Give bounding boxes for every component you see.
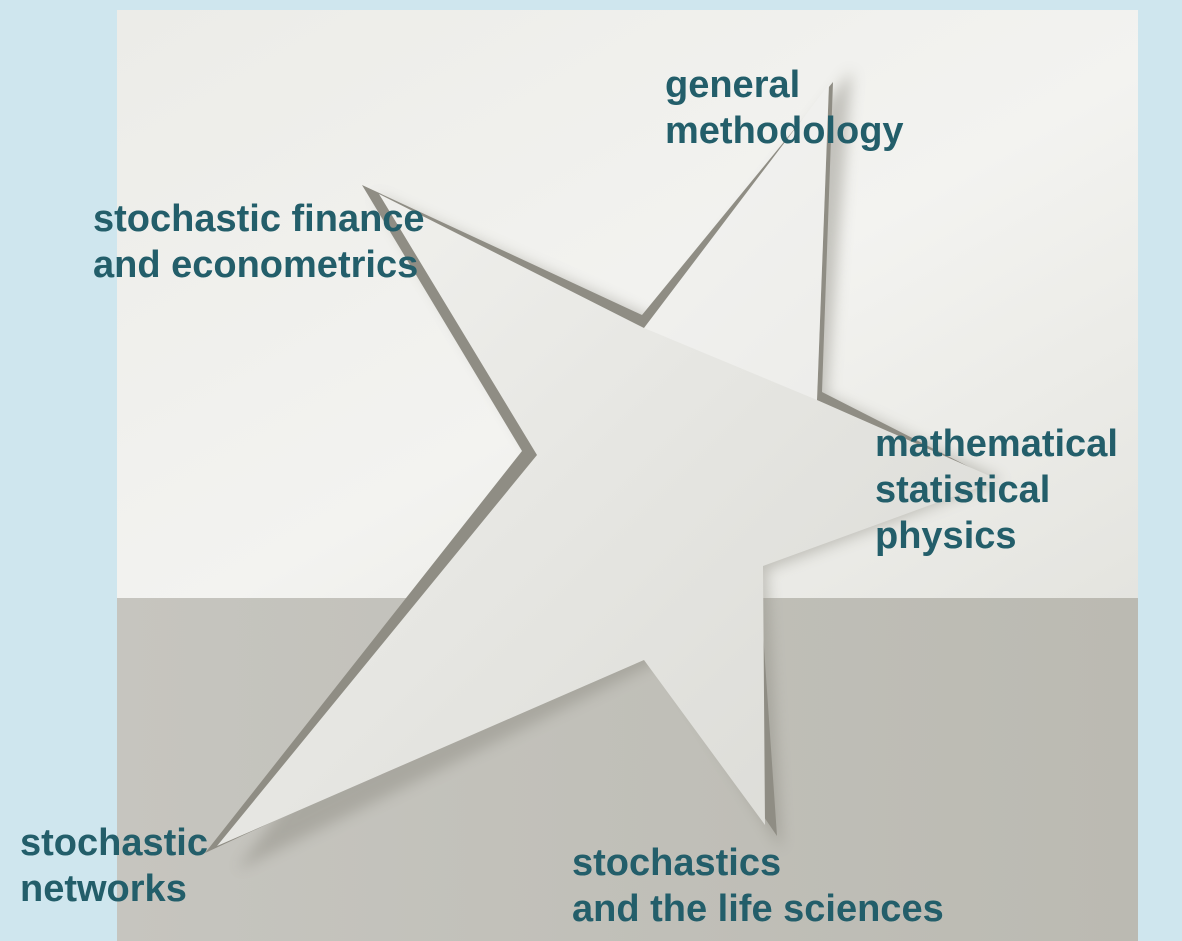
mathematical-physics-line-3: physics bbox=[875, 515, 1017, 557]
life-sciences-line-2: and the life sciences bbox=[572, 888, 944, 930]
mathematical-physics-line-1: mathematical bbox=[875, 423, 1118, 465]
star-face bbox=[217, 84, 999, 846]
mathematical-physics-label: mathematical statistical physics bbox=[875, 421, 1118, 559]
star-photo bbox=[117, 10, 1138, 941]
star-highlight bbox=[644, 84, 829, 400]
star-icon bbox=[117, 10, 1138, 941]
stochastic-networks-label: stochastic networks bbox=[20, 820, 208, 912]
stochastic-finance-line-2: and econometrics bbox=[93, 244, 419, 286]
stochastic-finance-label: stochastic finance and econometrics bbox=[93, 196, 425, 288]
stochastic-networks-line-1: stochastic bbox=[20, 822, 208, 864]
general-methodology-line-1: general bbox=[665, 64, 801, 106]
mathematical-physics-line-2: statistical bbox=[875, 469, 1051, 511]
general-methodology-label: general methodology bbox=[665, 62, 904, 154]
life-sciences-label: stochastics and the life sciences bbox=[572, 840, 944, 932]
stochastic-finance-line-1: stochastic finance bbox=[93, 198, 425, 240]
general-methodology-line-2: methodology bbox=[665, 110, 904, 152]
stochastic-networks-line-2: networks bbox=[20, 868, 187, 910]
life-sciences-line-1: stochastics bbox=[572, 842, 782, 884]
